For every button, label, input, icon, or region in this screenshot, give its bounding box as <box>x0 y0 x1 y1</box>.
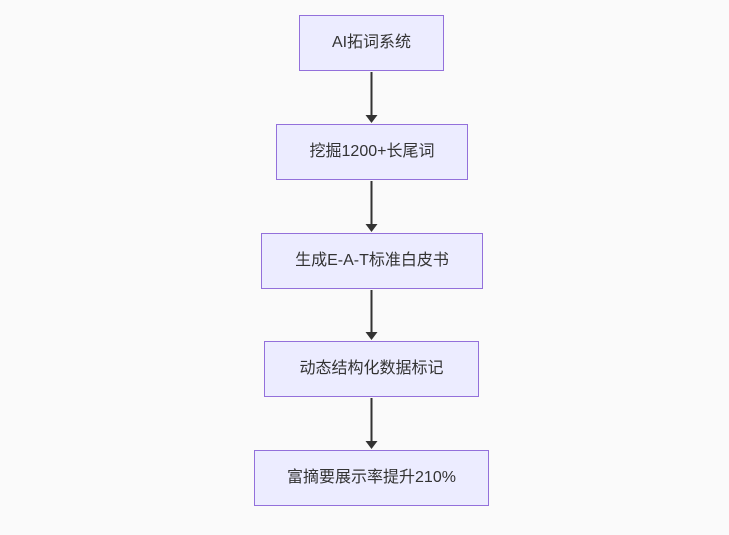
flow-node-label: 生成E-A-T标准白皮书 <box>295 252 449 269</box>
flow-arrow-3 <box>365 290 378 340</box>
flow-node-label: AI拓词系统 <box>331 34 412 51</box>
flow-node-mine-longtail-keywords: 挖掘1200+长尾词 <box>276 124 468 180</box>
flow-arrow-2 <box>365 181 378 232</box>
flow-node-label: 富摘要展示率提升210% <box>287 469 456 486</box>
flow-arrow-1 <box>365 72 378 123</box>
flow-node-ai-word-expansion-system: AI拓词系统 <box>299 15 444 71</box>
flow-node-label: 动态结构化数据标记 <box>299 360 444 377</box>
flow-node-dynamic-structured-data-markup: 动态结构化数据标记 <box>264 341 479 397</box>
flow-arrow-4 <box>365 398 378 449</box>
flow-node-generate-eat-whitepaper: 生成E-A-T标准白皮书 <box>261 233 483 289</box>
flow-node-label: 挖掘1200+长尾词 <box>309 143 435 160</box>
flow-node-rich-snippet-rate-increase: 富摘要展示率提升210% <box>254 450 489 506</box>
